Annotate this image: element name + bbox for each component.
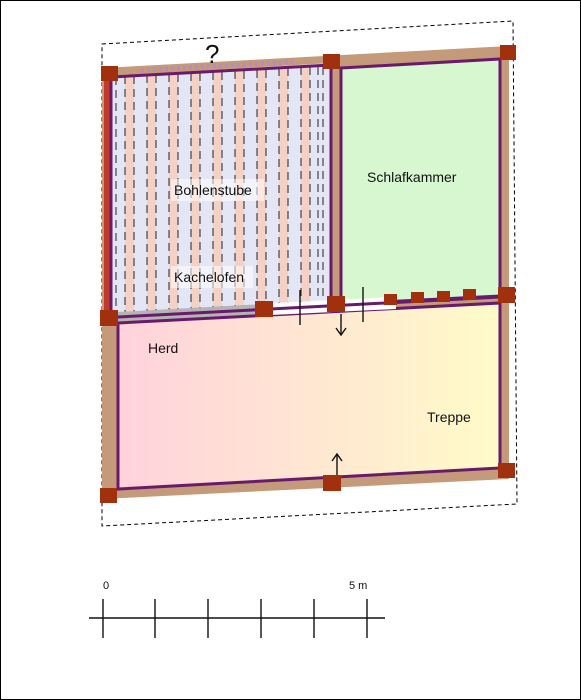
scale-label-start: 0 [103,580,109,592]
label-kachelofen: Kachelofen [174,269,244,285]
unknown-wall-line [140,60,294,72]
label-treppe: Treppe [427,409,471,425]
door-arrow-up [331,452,343,475]
unknown-marker: ? [205,39,219,69]
scale-label-end: 5 m [349,580,367,592]
scale-bar: 0 5 m [89,580,385,638]
label-schlafkammer: Schlafkammer [367,169,457,185]
kitchen-room [116,301,502,491]
partition-wall [117,295,501,319]
stube-left-wall [104,73,111,317]
label-bohlenstube: Bohlenstube [174,182,252,198]
label-herd: Herd [148,340,178,356]
door-arrow-down [335,314,347,337]
posts [100,45,516,503]
